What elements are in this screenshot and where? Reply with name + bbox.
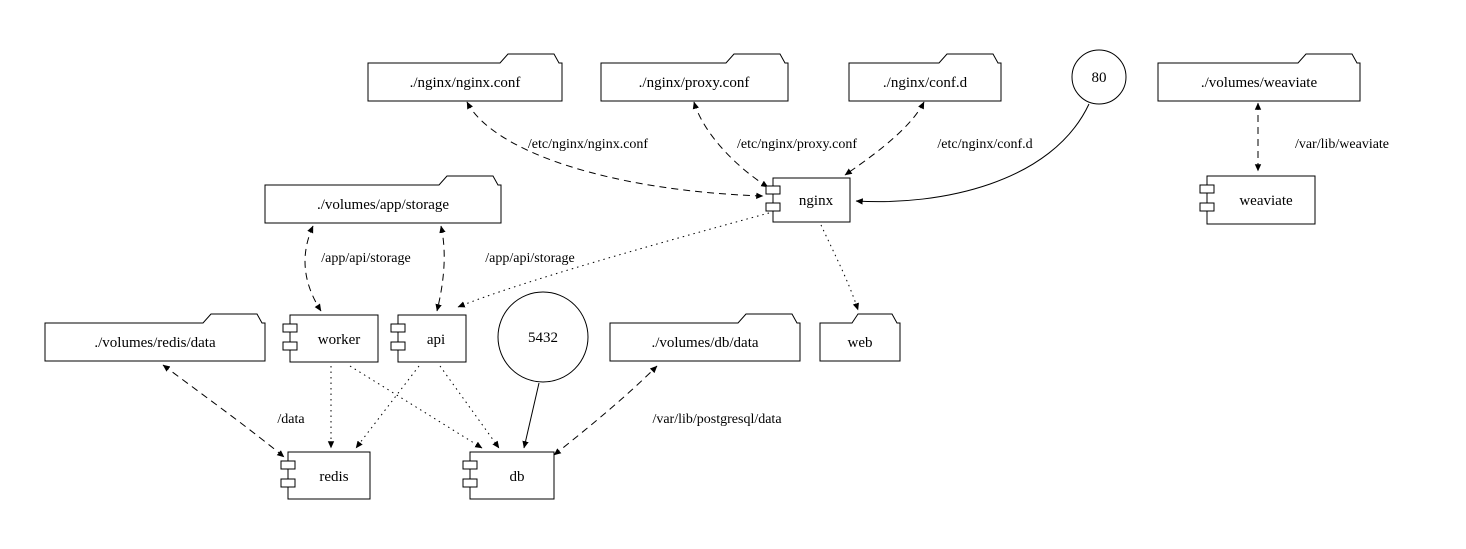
node-api-label: api (427, 332, 445, 348)
node-volumes-weaviate: ./volumes/weaviate (1157, 53, 1361, 102)
component-tab-icon (280, 460, 296, 470)
nodes: ./nginx/nginx.conf ./nginx/proxy.conf ./… (44, 49, 1361, 500)
node-api: api (390, 314, 467, 363)
edge-label-etc-nginx-conf-d: /etc/nginx/conf.d (937, 137, 1032, 152)
node-volumes-db-data-label: ./volumes/db/data (651, 335, 758, 351)
node-proxy-conf: ./nginx/proxy.conf (600, 53, 789, 102)
node-port-80-label: 80 (1092, 70, 1107, 86)
edge-nginx-web (820, 224, 859, 311)
edge-label-var-lib-postgresql-data: /var/lib/postgresql/data (652, 412, 782, 427)
edge-label-app-api-storage-worker: /app/api/storage (321, 251, 410, 266)
folder-icon (44, 313, 266, 362)
edge-nginx-conf-nginx (466, 101, 764, 199)
edges (162, 101, 1262, 458)
node-weaviate-label: weaviate (1239, 193, 1293, 209)
edge-api-db (439, 365, 500, 449)
edge-label-data: /data (277, 412, 305, 427)
edge-port5432-db (522, 382, 540, 449)
node-conf-d-label: ./nginx/conf.d (883, 75, 968, 91)
component-tab-icon (1199, 202, 1215, 212)
folder-icon (609, 313, 801, 362)
folder-icon (1157, 53, 1361, 102)
component-tab-icon (282, 323, 298, 333)
node-port-80: 80 (1071, 49, 1127, 105)
component-tab-icon (390, 323, 406, 333)
node-volumes-weaviate-label: ./volumes/weaviate (1201, 75, 1318, 91)
port-circle-icon (1071, 49, 1127, 105)
node-volumes-redis-data-label: ./volumes/redis/data (94, 335, 216, 351)
folder-icon (600, 53, 789, 102)
node-volumes-db-data: ./volumes/db/data (609, 313, 801, 362)
edge-labels: /etc/nginx/nginx.conf /etc/nginx/proxy.c… (277, 137, 1389, 427)
folder-icon (848, 53, 1002, 102)
node-db: db (462, 451, 555, 500)
edge-app-storage-worker (304, 225, 322, 312)
edge-proxy-conf-nginx (692, 101, 769, 188)
node-web: web (819, 313, 901, 362)
node-worker: worker (282, 314, 379, 363)
edge-label-var-lib-weaviate: /var/lib/weaviate (1295, 137, 1389, 152)
node-nginx: nginx (765, 177, 851, 223)
node-port-5432-label: 5432 (528, 330, 558, 346)
node-nginx-label: nginx (799, 193, 834, 209)
edge-label-app-api-storage-api: /app/api/storage (485, 251, 574, 266)
node-port-5432: 5432 (497, 291, 589, 383)
edge-worker-db (349, 365, 483, 449)
node-volumes-app-storage-label: ./volumes/app/storage (317, 197, 449, 213)
node-worker-label: worker (318, 332, 360, 348)
node-nginx-conf: ./nginx/nginx.conf (367, 53, 563, 102)
edge-redis-data-redis (162, 364, 285, 458)
node-db-label: db (510, 469, 525, 485)
node-volumes-redis-data: ./volumes/redis/data (44, 313, 266, 362)
edge-api-redis (355, 365, 420, 449)
edge-label-etc-nginx-proxy-conf: /etc/nginx/proxy.conf (737, 137, 857, 152)
component-tab-icon (462, 460, 478, 470)
port-circle-icon (497, 291, 589, 383)
component-tab-icon (765, 202, 781, 212)
node-volumes-app-storage: ./volumes/app/storage (264, 175, 502, 224)
component-tab-icon (462, 478, 478, 488)
edge-port80-nginx (855, 103, 1090, 205)
node-conf-d: ./nginx/conf.d (848, 53, 1002, 102)
edge-conf-d-nginx (844, 101, 925, 176)
component-tab-icon (282, 341, 298, 351)
edge-app-storage-api (435, 225, 446, 312)
component-tab-icon (390, 341, 406, 351)
folder-icon (264, 175, 502, 224)
folder-icon (367, 53, 563, 102)
edge-db-data-db (553, 365, 658, 456)
component-tab-icon (1199, 184, 1215, 194)
folder-icon (819, 313, 901, 362)
node-web-label: web (848, 335, 873, 351)
edge-nginx-api (457, 212, 770, 308)
node-weaviate: weaviate (1199, 175, 1316, 225)
component-tab-icon (765, 185, 781, 195)
node-proxy-conf-label: ./nginx/proxy.conf (639, 75, 750, 91)
edge-label-etc-nginx-nginx-conf: /etc/nginx/nginx.conf (528, 137, 648, 152)
node-nginx-conf-label: ./nginx/nginx.conf (410, 75, 521, 91)
node-redis: redis (280, 451, 371, 500)
component-tab-icon (280, 478, 296, 488)
node-redis-label: redis (319, 469, 348, 485)
